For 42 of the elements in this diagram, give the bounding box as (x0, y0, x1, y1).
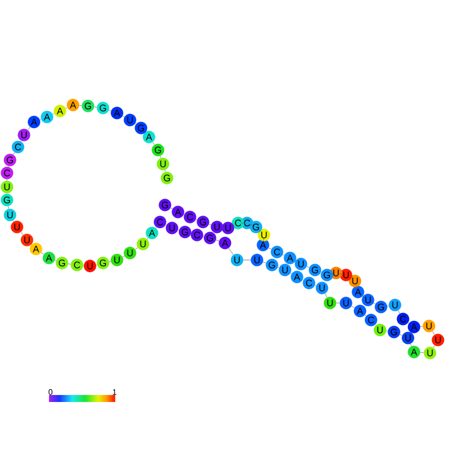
backbone-line (94, 106, 97, 108)
backbone-line (216, 240, 220, 242)
backbone-line (135, 247, 138, 250)
backbone-line (398, 310, 400, 314)
backbone-line (373, 302, 376, 304)
backbone-line (28, 126, 30, 130)
backbone-line (336, 302, 340, 304)
backbone-line (268, 248, 272, 250)
backbone-line (420, 352, 424, 353)
backbone-line (122, 116, 125, 118)
backbone-line (349, 277, 352, 279)
backbone-line (330, 273, 334, 275)
backbone-line (420, 326, 423, 327)
scale-label: 1 (112, 389, 116, 395)
backbone-line (410, 344, 412, 346)
backbone-line (170, 208, 173, 210)
backbone-line (8, 206, 9, 209)
backbone-line (306, 266, 310, 268)
backbone-line (432, 331, 435, 335)
backbone-line (433, 345, 435, 348)
backbone-line (263, 238, 264, 242)
backbone-line (20, 232, 24, 236)
backbone-line (400, 334, 402, 336)
node-label: G (252, 224, 259, 230)
backbone-line (79, 105, 82, 106)
backbone-line (221, 227, 224, 228)
backbone-line (250, 224, 254, 226)
backbone-line (122, 256, 125, 258)
scale-label: 0 (48, 389, 52, 395)
backbone-line (232, 224, 234, 226)
backbone-line (386, 330, 388, 332)
backbone-line (41, 252, 44, 255)
backbone-line (324, 294, 328, 298)
node-label: C (244, 220, 250, 226)
backbone-line (152, 142, 155, 145)
backbone-line (109, 261, 111, 262)
backbone-line (282, 254, 284, 256)
backbone-line (262, 262, 266, 264)
backbone-line (240, 222, 245, 224)
backbone-line (13, 152, 15, 155)
backbone-line (228, 248, 234, 255)
backbone-line (351, 306, 355, 308)
